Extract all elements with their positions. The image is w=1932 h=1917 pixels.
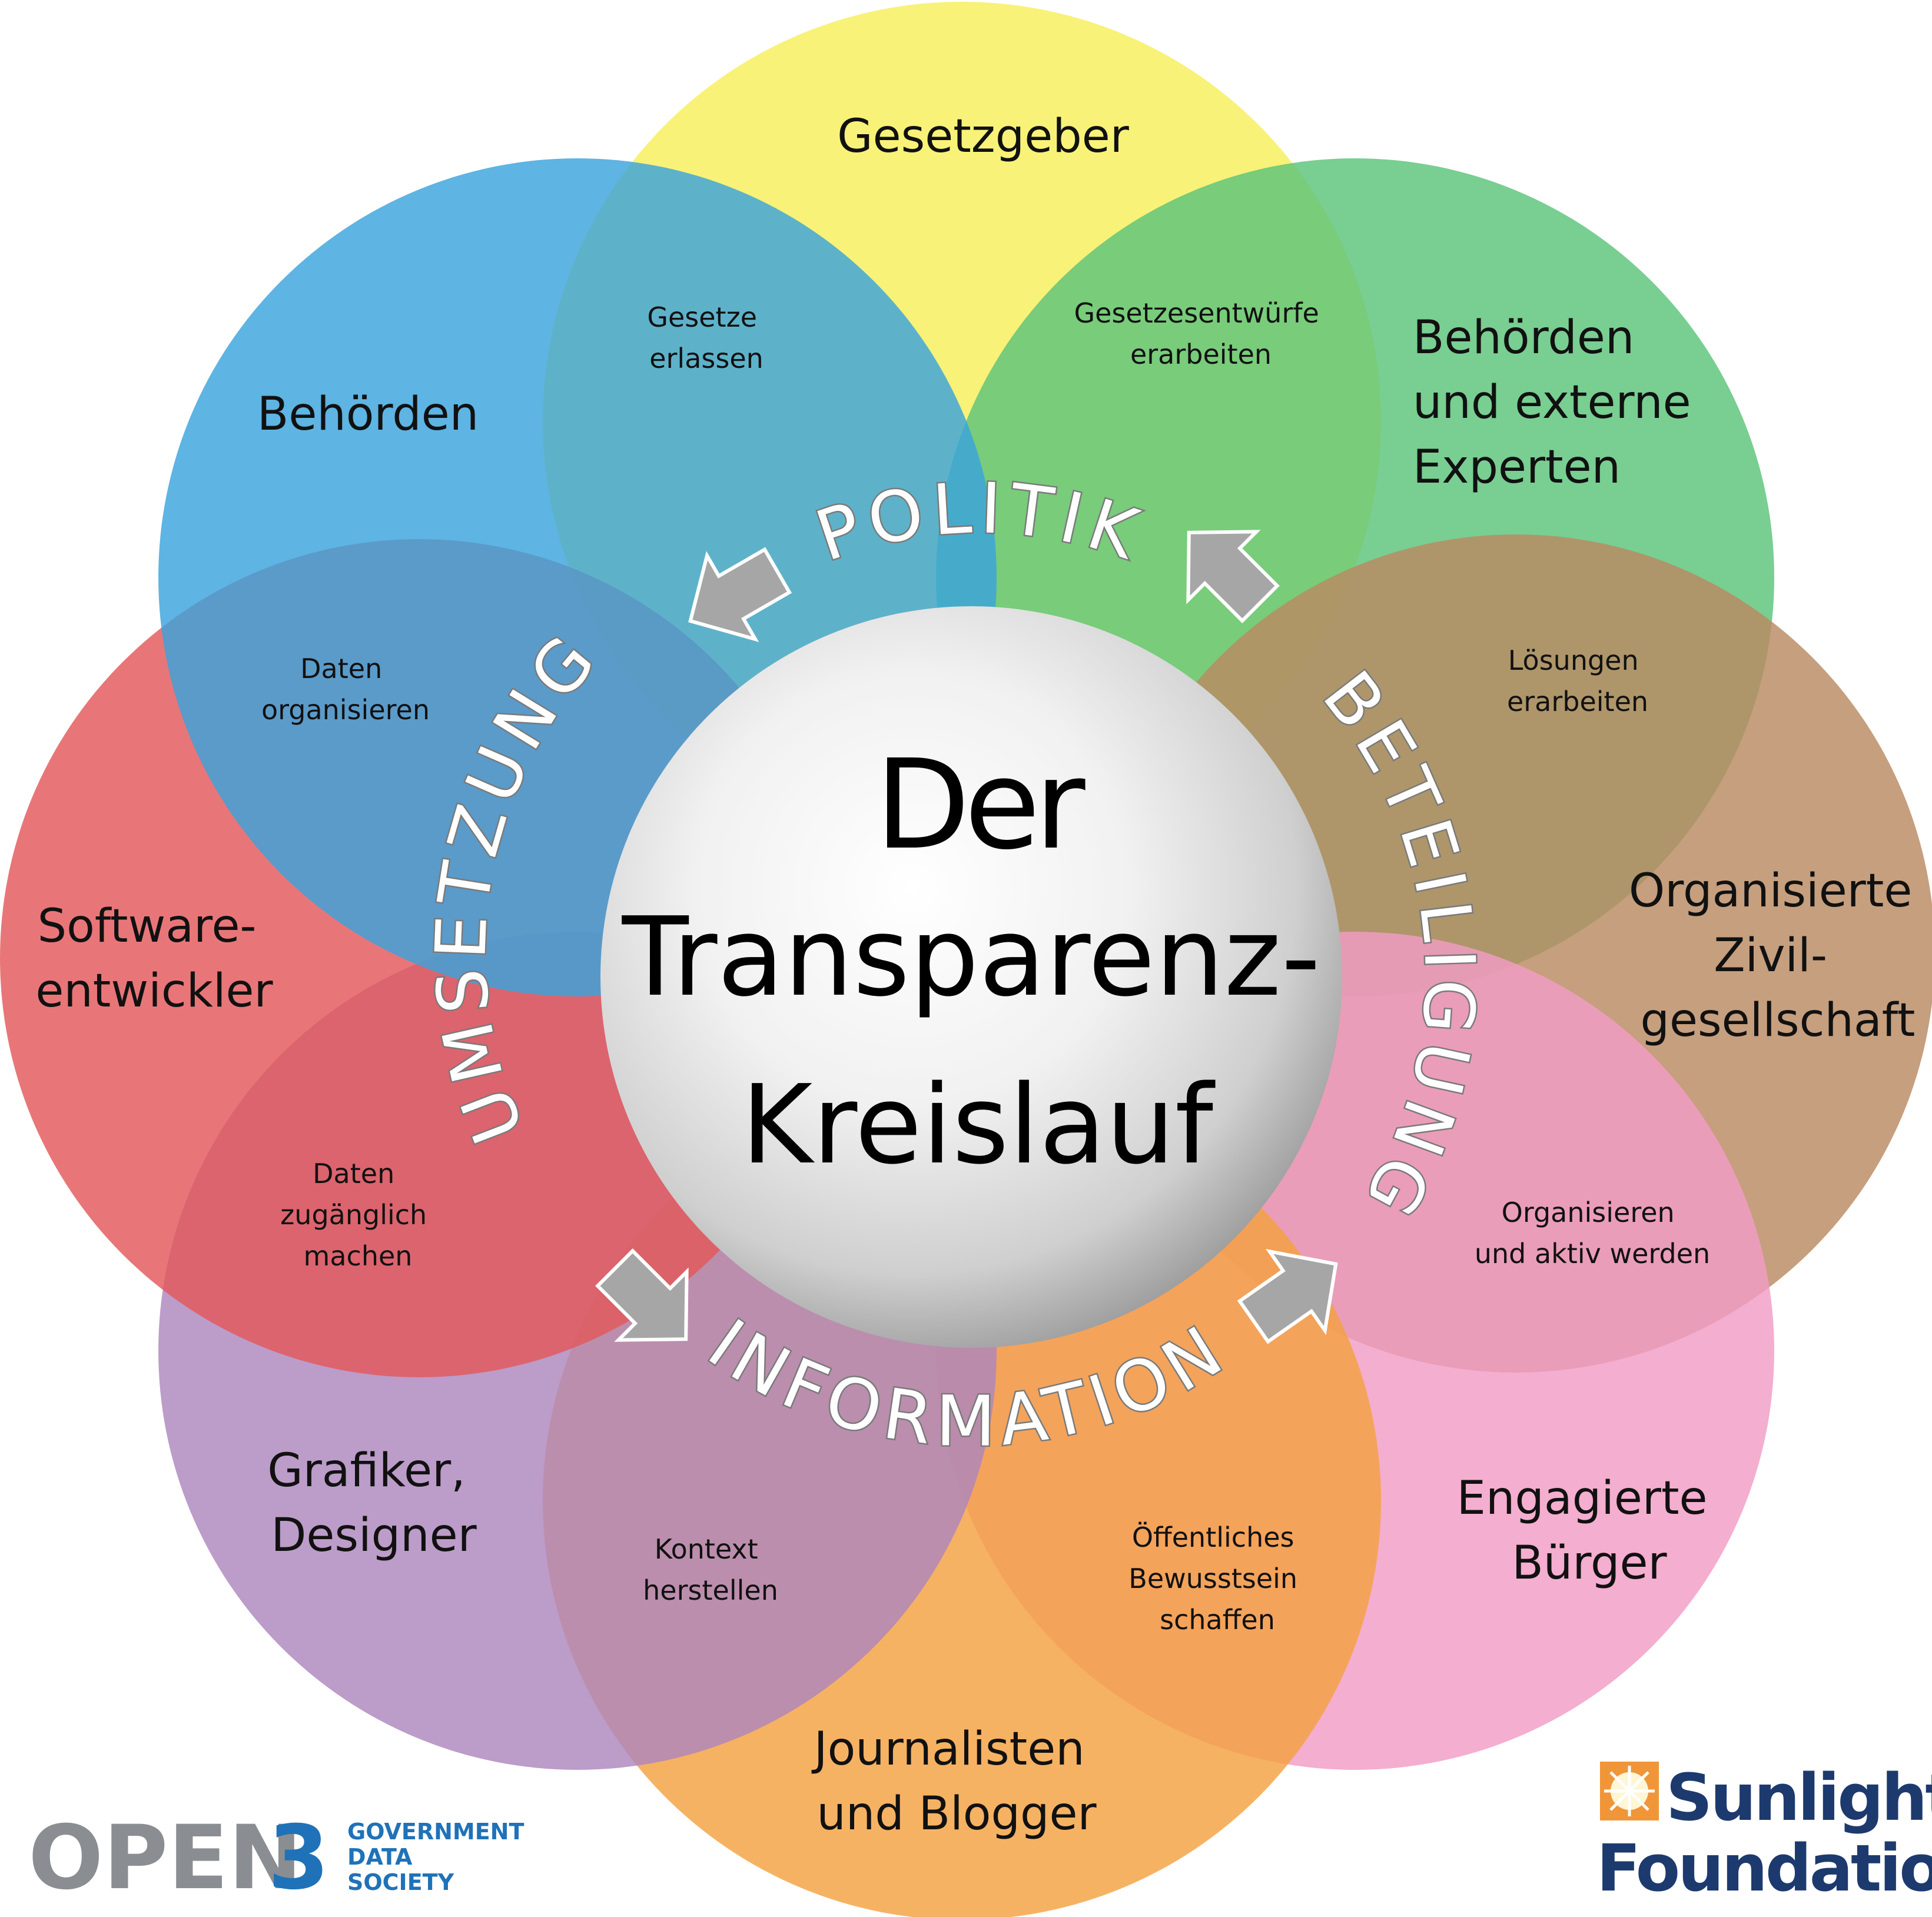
arrow-icon xyxy=(1186,530,1280,623)
open3-line-data: DATA xyxy=(347,1844,413,1870)
activity-gesetzesentwuerfe: Gesetzesentwürfe erarbeiten xyxy=(1074,297,1328,370)
open3-line-government: GOVERNMENT xyxy=(347,1819,524,1845)
cycle-arrows xyxy=(595,530,1338,1344)
activity-loesungen: Lösungen erarbeiten xyxy=(1507,644,1648,717)
activity-kontext: Kontext herstellen xyxy=(643,1533,778,1606)
arrow-icon xyxy=(688,547,792,642)
arrow-icon xyxy=(1237,1248,1338,1344)
role-buerger: Engagierte Bürger xyxy=(1457,1472,1722,1590)
open3-line-society: SOCIETY xyxy=(347,1869,454,1895)
open3-word: OPEN xyxy=(28,1807,302,1909)
role-behoerden: Behörden xyxy=(257,388,479,441)
open3-logo: OPEN 3 GOVERNMENT DATA SOCIETY xyxy=(28,1807,524,1909)
activity-labels: Gesetze erlassen Gesetzesentwürfe erarbe… xyxy=(261,297,1710,1636)
activity-organisieren-aktiv: Organisieren und aktiv werden xyxy=(1475,1197,1710,1270)
center-title-line3: Kreislauf xyxy=(741,1061,1216,1188)
sun-rays-icon xyxy=(1604,1766,1655,1816)
activity-oeffentliches-bewusstsein: Öffentliches Bewusstsein schaffen xyxy=(1128,1521,1306,1636)
center-sphere xyxy=(600,606,1342,1348)
center-title-line2: Transparenz- xyxy=(622,893,1321,1021)
role-designer: Grafiker, Designer xyxy=(267,1444,480,1562)
role-softwareentwickler: Software- entwickler xyxy=(35,900,273,1018)
sunlight-line1: Sunlight xyxy=(1666,1760,1932,1835)
role-zivilgesellschaft: Organisierte Zivil- gesellschaft xyxy=(1629,865,1927,1047)
activity-gesetze-erlassen: Gesetze erlassen xyxy=(647,301,765,374)
role-behoerden-experten: Behörden und externe Experten xyxy=(1413,311,1705,494)
activity-daten-organisieren: Daten organisieren xyxy=(261,653,430,726)
role-labels: Gesetzgeber Behörden und externe Experte… xyxy=(35,110,1927,1840)
sunlight-foundation-logo: Sunlight Foundation xyxy=(1596,1760,1932,1906)
role-gesetzgeber: Gesetzgeber xyxy=(837,110,1130,163)
arrow-icon xyxy=(595,1248,689,1342)
activity-daten-zugaenglich: Daten zugänglich machen xyxy=(280,1158,436,1272)
sunlight-line2: Foundation xyxy=(1596,1830,1932,1906)
center-title-line1: Der xyxy=(875,733,1085,877)
open3-digit: 3 xyxy=(268,1807,329,1909)
role-journalisten: Journalisten und Blogger xyxy=(811,1723,1100,1840)
